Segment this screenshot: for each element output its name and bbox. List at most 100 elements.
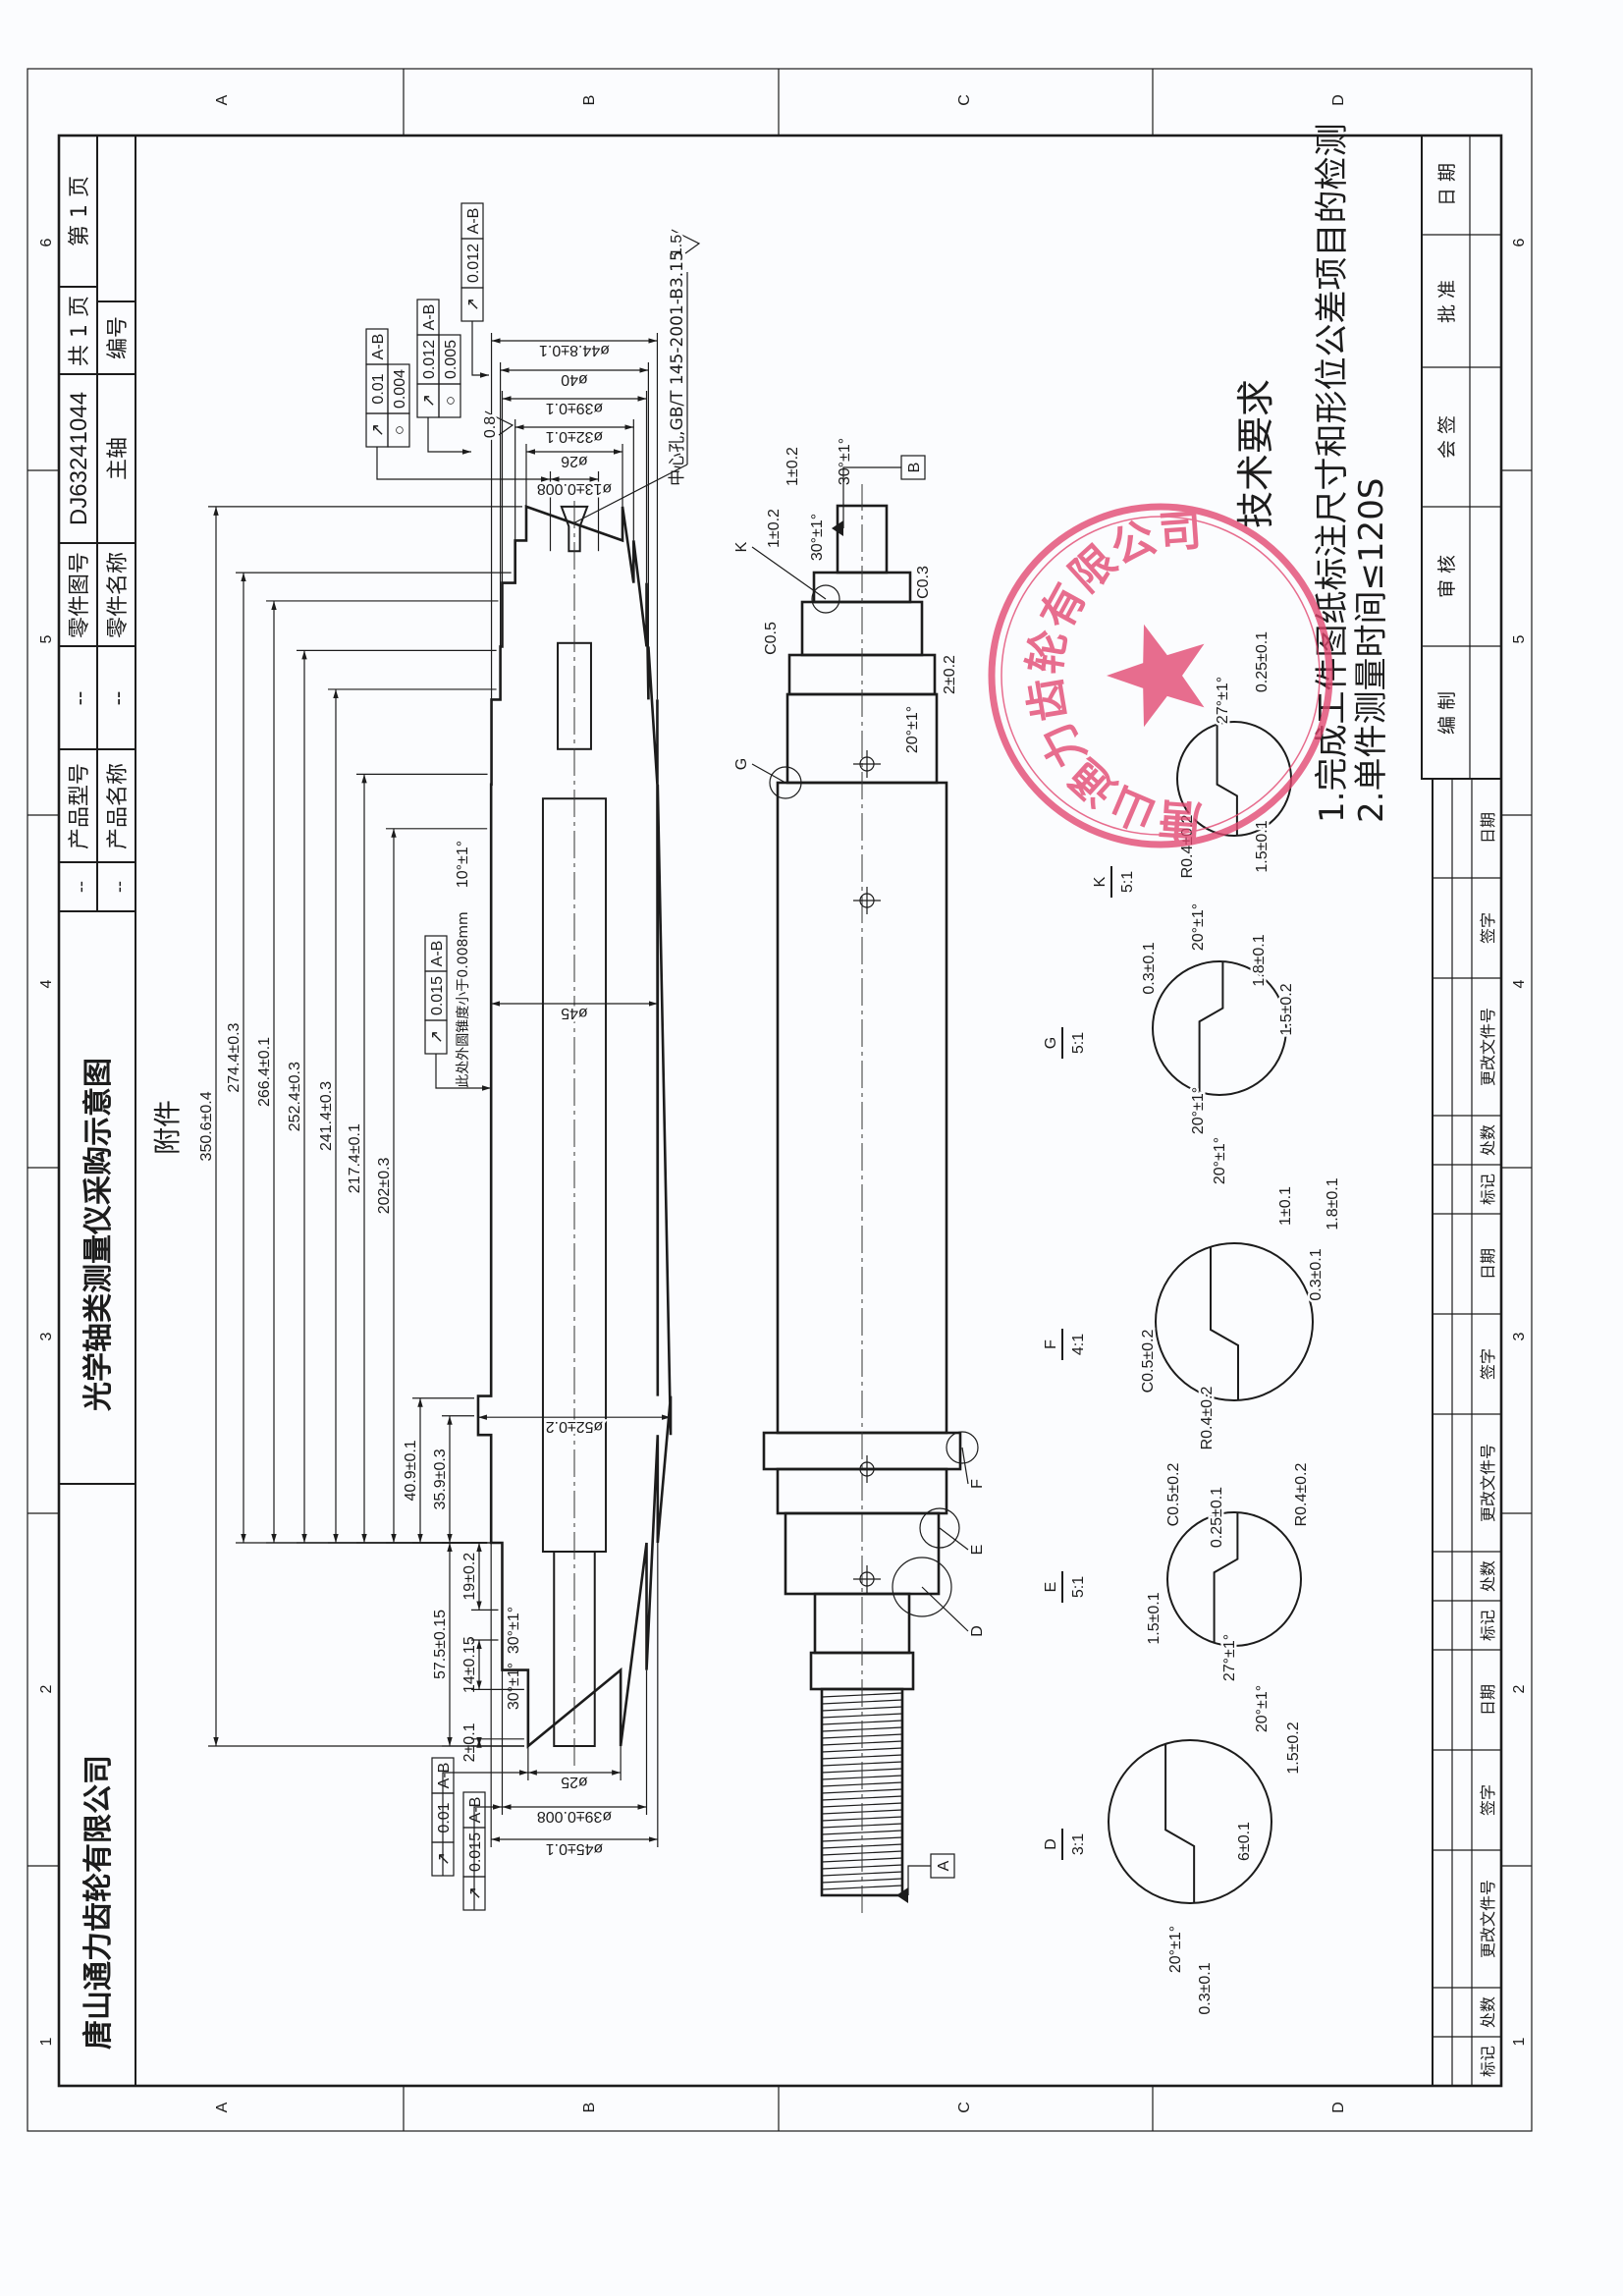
angle-label: 30°±1° xyxy=(506,1607,522,1654)
detail-circle xyxy=(1108,1739,1272,1904)
length-dimension: 14±0.15 xyxy=(461,1636,524,1693)
gdt-tolerance: 0.012 xyxy=(465,244,482,283)
revision-header-mark: 标记 xyxy=(1479,1174,1497,1205)
detail-dim-label: 20°±1° xyxy=(1212,1137,1228,1184)
length-dim-label: 217.4±0.1 xyxy=(347,1123,363,1193)
approval-compiled-label: 编 制 xyxy=(1436,691,1458,735)
diameter-dimension: ø45±0.1 xyxy=(490,1543,659,1860)
detail-callout-circle xyxy=(811,584,840,614)
length-dim-label: 274.4±0.3 xyxy=(226,1022,243,1092)
runout-icon: ↗ xyxy=(463,298,482,311)
detail-view-id: K xyxy=(1092,876,1109,887)
center-hole xyxy=(560,505,589,553)
zone-column-label: 3 xyxy=(38,1332,55,1340)
length-dim-label: 241.4±0.3 xyxy=(318,1081,335,1151)
revision-header-doc: 更改文件号 xyxy=(1479,1444,1497,1522)
gdt-tolerance: 0.012 xyxy=(421,340,438,379)
company-name: 唐山通力齿轮有限公司 xyxy=(81,1755,116,2050)
zone-row-label: D xyxy=(1330,94,1347,106)
detail-view-id: F xyxy=(1043,1339,1059,1349)
diameter-dim-label: ø32±0.1 xyxy=(546,428,604,445)
thread-line xyxy=(821,1871,903,1877)
detail-dim-label: R0.4±0.2 xyxy=(1199,1386,1216,1449)
product-name-label: 产品名称 xyxy=(106,763,131,849)
gdt-tolerance: 0.015 xyxy=(429,976,446,1015)
diameter-dimension: ø13±0.008 xyxy=(534,471,615,552)
detail-dim-label: 20°±1° xyxy=(1190,903,1207,951)
drawing-number-label: 零件图号 xyxy=(68,552,92,638)
external-dim-label: 30°±1° xyxy=(809,514,826,561)
gdt-datum: A-B xyxy=(370,334,387,360)
zone-row-label: A xyxy=(214,94,231,105)
datum-triangle xyxy=(896,1887,908,1903)
center-hole-note: 中心孔,GB/T 145-2001-B3.15 xyxy=(668,250,687,486)
approval-countersign-label: 会 签 xyxy=(1436,415,1458,459)
detail-dim-label: 27°±1° xyxy=(1215,677,1231,724)
detail-callout-circle xyxy=(892,1557,952,1617)
length-dimension: 2±0.1 xyxy=(461,1722,524,1762)
length-dim-label: 202±0.3 xyxy=(376,1157,393,1214)
zone-column-label: 6 xyxy=(38,238,55,246)
approval-date-label: 日 期 xyxy=(1436,163,1458,206)
detail-dim-label: 1.5±0.2 xyxy=(1285,1722,1302,1774)
diameter-dim-label: ø39±0.008 xyxy=(537,1808,612,1825)
line xyxy=(961,1447,969,1485)
gdt-tolerance: 0.01 xyxy=(370,373,387,404)
gdt-tolerance: 0.005 xyxy=(443,340,460,379)
gdt-tolerance: 0.004 xyxy=(392,369,408,409)
gdt-datum: A-B xyxy=(429,941,446,967)
gdt-leader xyxy=(442,1770,528,1876)
drawing-number: DJ63241044 xyxy=(66,392,92,525)
revision-header-count: 处数 xyxy=(1479,1560,1497,1592)
body-diameter-label: ø52±0.2 xyxy=(546,1418,604,1435)
gdt-datum: A-B xyxy=(467,1797,484,1824)
length-dim-label: 350.6±0.4 xyxy=(198,1091,215,1161)
detail-hatch xyxy=(1177,722,1238,836)
zone-column-label: 1 xyxy=(38,2037,55,2046)
length-dimension: 19±0.2 xyxy=(461,1542,499,1612)
detail-dim-label: 20°±1° xyxy=(1167,1926,1184,1973)
external-dim-label: C0.3 xyxy=(915,566,932,599)
detail-dim-label: 0.3±0.1 xyxy=(1197,1962,1214,2014)
seal-ring xyxy=(988,503,1333,848)
diameter-dim-label: ø45±0.1 xyxy=(546,1840,604,1857)
detail-hatch xyxy=(1153,961,1224,1095)
diameter-dimension: ø26 xyxy=(525,444,623,507)
length-dim-label: 252.4±0.3 xyxy=(287,1062,303,1131)
external-dim-label: 30°±1° xyxy=(837,438,853,485)
circularity-icon: ○ xyxy=(390,425,408,435)
section-view: 350.6±0.4 274.4±0.3 266.4±0.1 252.4±0.3 241.… xyxy=(198,202,701,1911)
runout-icon: ↗ xyxy=(368,423,387,437)
detail-callout-label: D xyxy=(969,1625,986,1637)
gdt-tolerance: 0.015 xyxy=(467,1832,484,1872)
zone-row-label: A xyxy=(214,2102,231,2112)
detail-view-id: G xyxy=(1043,1037,1059,1049)
detail-view-scale: 5:1 xyxy=(1119,871,1136,893)
zone-row-label: C xyxy=(956,94,973,106)
detail-hatch xyxy=(1109,1740,1196,1903)
detail-callout-label: E xyxy=(969,1545,986,1556)
zone-row-label: D xyxy=(1330,2102,1347,2113)
datum-triangle xyxy=(832,520,843,536)
thread-line xyxy=(821,1830,903,1835)
detail-view-id: D xyxy=(1043,1838,1059,1850)
length-dim-label: 14±0.15 xyxy=(461,1636,478,1693)
detail-callout-circle xyxy=(769,766,802,799)
length-dim-label: 266.4±0.1 xyxy=(256,1037,273,1107)
length-dim-label: 35.9±0.3 xyxy=(432,1449,449,1509)
revision-header-sign: 签字 xyxy=(1479,1784,1497,1816)
revision-header-count: 处数 xyxy=(1479,1996,1497,2028)
line xyxy=(921,1586,969,1632)
revision-header-sign: 签字 xyxy=(1479,1348,1497,1380)
zone-row-label: B xyxy=(581,2103,598,2113)
thread-line xyxy=(821,1706,903,1712)
detail-dim-label: 1.8±0.1 xyxy=(1325,1177,1341,1230)
revision-header-count: 处数 xyxy=(1479,1124,1497,1156)
tech-req-item-2: 2.单件测量时间≤120S xyxy=(1352,478,1391,823)
page-total: 共 1 页 xyxy=(68,296,92,366)
